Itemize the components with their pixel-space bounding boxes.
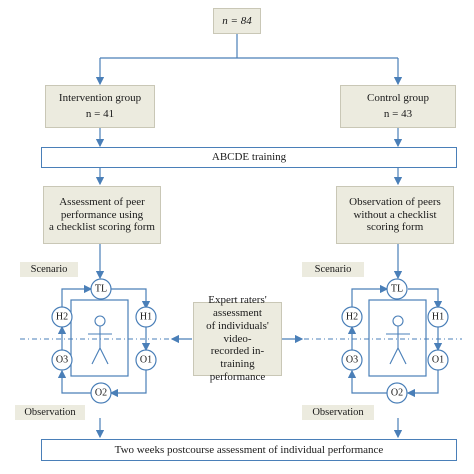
o2-label-right: O2 xyxy=(391,388,403,399)
h1-circle-right xyxy=(427,306,449,328)
expert-line-4: performance xyxy=(209,371,266,384)
scenario-label-left: Scenario xyxy=(30,264,68,275)
h1-label-left: H1 xyxy=(140,312,152,323)
o2-circle-left xyxy=(90,382,112,404)
o1-circle-left xyxy=(135,349,157,371)
total-n-label: n = 84 xyxy=(222,14,252,27)
h1-label-right: H1 xyxy=(432,312,444,323)
intervention-title: Intervention group xyxy=(58,92,142,105)
peer-assessment-line-3: a checklist scoring form xyxy=(49,221,155,234)
o3-circle-right xyxy=(341,349,363,371)
o1-circle-right xyxy=(427,349,449,371)
person-figure-right-icon xyxy=(386,315,410,365)
postcourse-label: Two weeks postcourse assessment of indiv… xyxy=(114,443,384,456)
postcourse-assessment-box: Two weeks postcourse assessment of indiv… xyxy=(41,439,457,461)
intervention-group-box: Intervention group n = 41 xyxy=(45,85,155,128)
expert-line-3: recorded in-training xyxy=(210,345,265,371)
person-figure-left-icon xyxy=(88,315,112,365)
abcde-label: ABCDE training xyxy=(211,151,287,164)
scenario-tag-right: Scenario xyxy=(302,262,364,277)
control-title: Control group xyxy=(366,92,430,105)
observation-tag-right: Observation xyxy=(302,405,374,420)
tl-circle-left xyxy=(90,278,112,300)
peer-assessment-line-2: performance using xyxy=(60,208,144,221)
peer-observation-line-1: Observation of peers xyxy=(349,195,441,208)
peer-observation-line-2: without a checklist xyxy=(353,208,437,221)
observation-label-right: Observation xyxy=(312,407,364,418)
peer-observation-line-3: scoring form xyxy=(366,221,424,234)
tl-circle-right xyxy=(386,278,408,300)
intervention-n-label: n = 41 xyxy=(85,108,115,120)
tl-label-left: TL xyxy=(95,284,107,295)
observation-label-left: Observation xyxy=(24,407,76,418)
h2-circle-right xyxy=(341,306,363,328)
expert-line-2: of individuals' video- xyxy=(206,319,269,345)
h2-circle-left xyxy=(51,306,73,328)
h2-label-left: H2 xyxy=(56,312,68,323)
o3-label-left: O3 xyxy=(56,355,68,366)
scenario-tag-left: Scenario xyxy=(20,262,78,277)
o2-label-left: O2 xyxy=(95,388,107,399)
o3-circle-left xyxy=(51,349,73,371)
expert-line-1: Expert raters' assessment xyxy=(208,293,267,319)
peer-assessment-box: Assessment of peer performance using a c… xyxy=(43,186,161,244)
o1-label-left: O1 xyxy=(140,355,152,366)
peer-observation-box: Observation of peers without a checklist… xyxy=(336,186,454,244)
h2-label-right: H2 xyxy=(346,312,358,323)
o3-label-right: O3 xyxy=(346,355,358,366)
control-group-box: Control group n = 43 xyxy=(340,85,456,128)
control-n-label: n = 43 xyxy=(383,108,413,120)
tl-label-right: TL xyxy=(391,284,403,295)
observation-tag-left: Observation xyxy=(15,405,85,420)
o2-circle-right xyxy=(386,382,408,404)
h1-circle-left xyxy=(135,306,157,328)
o1-label-right: O1 xyxy=(432,355,444,366)
scenario-label-right: Scenario xyxy=(314,264,352,275)
total-box: n = 84 xyxy=(213,8,261,34)
abcde-training-box: ABCDE training xyxy=(41,147,457,168)
peer-assessment-line-1: Assessment of peer xyxy=(59,195,145,208)
expert-assessment-box: Expert raters' assessment of individuals… xyxy=(193,294,282,383)
